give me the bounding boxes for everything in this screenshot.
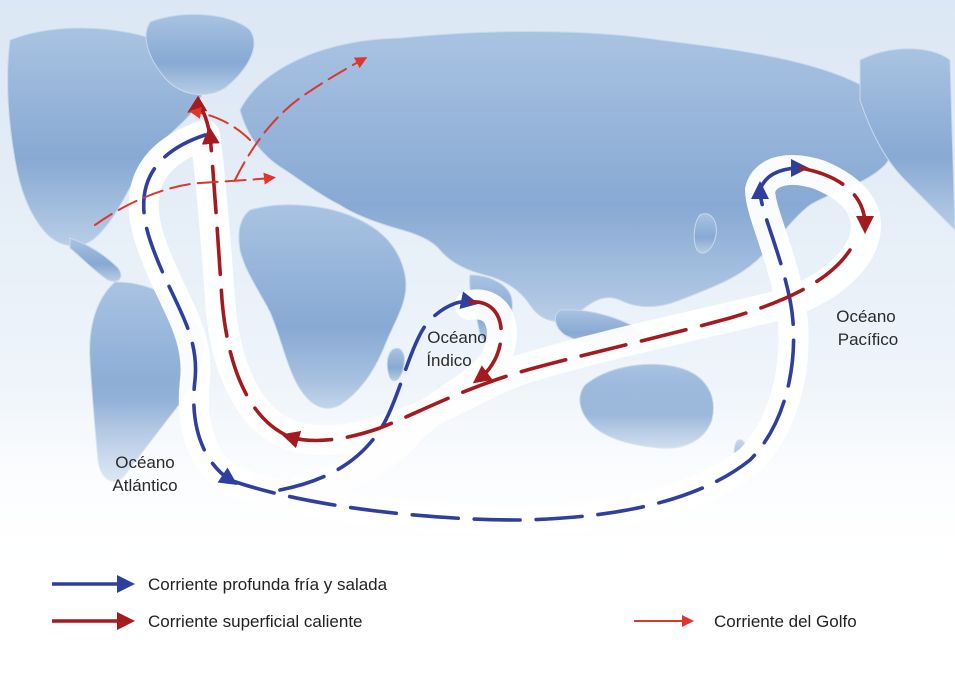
legend: Corriente profunda fría y salada Corrien… bbox=[52, 575, 857, 631]
surface-current-indian-loop bbox=[468, 300, 503, 384]
deep-current-southern bbox=[228, 181, 796, 522]
label-atlantico-1: Océano bbox=[115, 453, 175, 472]
madagascar bbox=[386, 347, 405, 382]
legend-label-surface-current: Corriente superficial caliente bbox=[148, 612, 363, 631]
central-america bbox=[69, 237, 122, 282]
legend-label-gulf-stream: Corriente del Golfo bbox=[714, 612, 857, 631]
deep-current-indian bbox=[278, 291, 479, 492]
label-indico-2: Índico bbox=[426, 351, 471, 370]
label-indico-1: Océano bbox=[427, 328, 487, 347]
label-pacifico-2: Pacífico bbox=[838, 330, 898, 349]
alaska bbox=[859, 48, 955, 231]
deep-current-atlantic bbox=[141, 133, 238, 485]
surface-current-atlantic-north bbox=[201, 126, 292, 439]
greenland bbox=[145, 14, 255, 96]
surface-current-pacific-indian bbox=[281, 248, 852, 449]
gulf-stream-main bbox=[94, 172, 276, 226]
legend-label-deep-current: Corriente profunda fría y salada bbox=[148, 575, 388, 594]
legend-item-surface-current: Corriente superficial caliente bbox=[52, 612, 363, 631]
label-atlantico-2: Atlántico bbox=[112, 476, 177, 495]
deep-current-pacific-loop bbox=[758, 159, 809, 192]
eurasia bbox=[239, 31, 898, 322]
legend-item-gulf-stream: Corriente del Golfo bbox=[634, 612, 857, 631]
gulf-stream-branch-west bbox=[189, 106, 251, 141]
deep-current-blue bbox=[141, 133, 809, 522]
label-pacifico-1: Océano bbox=[836, 307, 896, 326]
legend-item-deep-current: Corriente profunda fría y salada bbox=[52, 575, 388, 594]
surface-current-pacific-loop bbox=[798, 166, 874, 234]
ocean-labels: Océano Atlántico Océano Índico Océano Pa… bbox=[112, 307, 898, 495]
gulf-stream bbox=[94, 57, 368, 226]
surface-current-red bbox=[187, 95, 874, 449]
japan bbox=[693, 213, 717, 254]
gulf-stream-branch-north bbox=[234, 57, 368, 181]
